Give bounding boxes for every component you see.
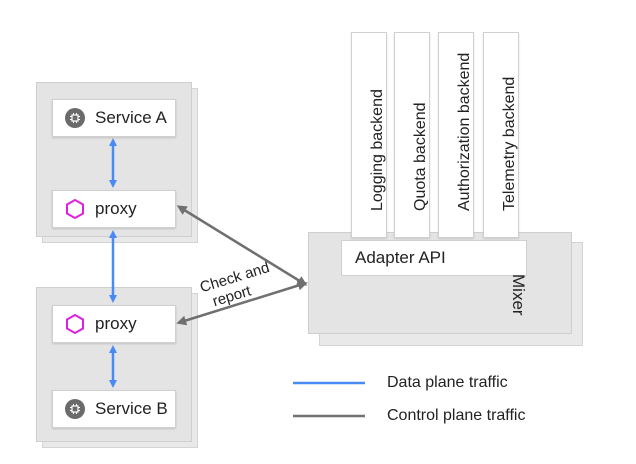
control-plane-arrow-top [176, 205, 308, 286]
legend-data-plane-text: Data plane traffic [387, 374, 508, 391]
chip-icon [65, 399, 85, 419]
proxy-a-card[interactable]: proxy [52, 190, 176, 228]
proxy-a-label: proxy [95, 199, 137, 218]
service-a-label: Service A [95, 108, 167, 127]
adapter-api-box[interactable]: Adapter API [341, 240, 527, 276]
proxy-b-card[interactable]: proxy [52, 305, 176, 343]
proxy-b-label: proxy [95, 314, 137, 333]
chip-icon [65, 108, 85, 128]
legend-control-plane-text: Control plane traffic [387, 407, 526, 424]
backend-authorization[interactable]: Authorization backend [438, 32, 474, 238]
backend-logging[interactable]: Logging backend [351, 32, 387, 238]
backend-telemetry[interactable]: Telemetry backend [483, 32, 519, 238]
adapter-api-label: Adapter API [355, 248, 446, 267]
proxy-hexagon-icon [65, 313, 85, 335]
service-b-label: Service B [95, 399, 168, 418]
backend-quota[interactable]: Quota backend [394, 32, 430, 238]
control-plane-arrow-bottom [176, 280, 308, 326]
service-b-card[interactable]: Service B [52, 390, 176, 428]
service-a-card[interactable]: Service A [52, 99, 176, 137]
proxy-hexagon-icon [65, 198, 85, 220]
